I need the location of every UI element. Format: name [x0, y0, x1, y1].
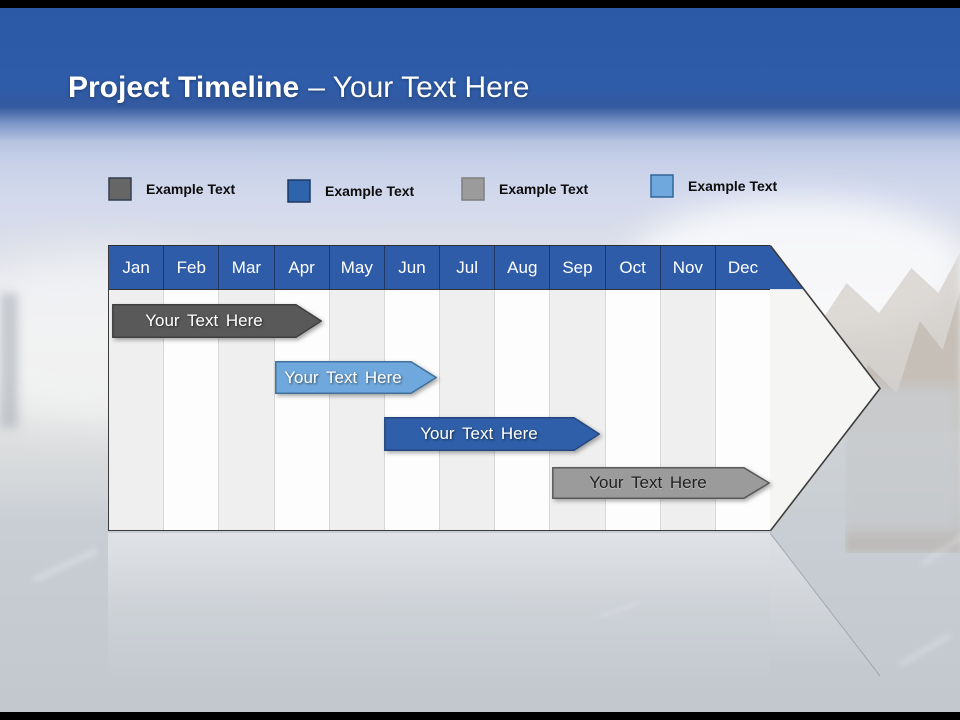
presentation-slide: Project Timeline– Your Text Here Example… [0, 8, 960, 712]
task-bar-2: Your Text Here [275, 361, 437, 394]
water-streak [898, 633, 952, 667]
month-cell-sep: Sep [549, 246, 605, 289]
task-bar-1: Your Text Here [112, 304, 322, 338]
month-cell-oct: Oct [604, 246, 660, 289]
arrow-reflection-edge [770, 533, 881, 677]
water-streak [921, 534, 960, 566]
month-cell-nov: Nov [659, 246, 715, 289]
grid-column [383, 290, 440, 530]
month-cell-jun: Jun [383, 246, 440, 289]
month-cell-feb: Feb [163, 246, 219, 289]
table-reflection [108, 533, 770, 698]
task-bar-arrow [112, 304, 322, 338]
legend-label: Example Text [499, 181, 589, 197]
grid-column [494, 290, 550, 530]
month-header-row: Jan Feb Mar Apr May Jun Jul Aug Sep Oct … [109, 246, 771, 289]
timeline-arrow-head [770, 245, 881, 532]
legend-item: Example Text [108, 177, 235, 201]
month-cell-apr: Apr [273, 246, 329, 289]
month-cell-mar: Mar [218, 246, 274, 289]
grid-column [328, 290, 384, 530]
task-bar-arrow [552, 467, 770, 499]
slide-title: Project Timeline– Your Text Here [68, 68, 529, 108]
grid-column [439, 290, 495, 530]
task-bar-label: Your Text Here [420, 424, 538, 443]
month-cell-dec: Dec [714, 246, 771, 289]
title-suffix: – Your Text Here [308, 71, 530, 104]
legend-item: Example Text [650, 174, 777, 198]
task-bar-4: Your Text Here [552, 467, 770, 499]
legend-swatch-gray [461, 177, 485, 201]
task-bar-arrow [275, 361, 437, 394]
task-bar-label: Your Text Here [145, 311, 263, 330]
month-cell-jul: Jul [439, 246, 495, 289]
legend-swatch-blue [287, 179, 311, 203]
month-cell-aug: Aug [494, 246, 550, 289]
water-streak [32, 548, 98, 583]
title-emphasis: Project Timeline [68, 71, 300, 104]
month-cell-may: May [328, 246, 384, 289]
legend-label: Example Text [146, 181, 236, 197]
legend-swatch-lightblue [650, 174, 674, 198]
legend-label: Example Text [325, 183, 415, 199]
month-cell-jan: Jan [109, 246, 164, 289]
legend-swatch-darkgray [108, 177, 132, 201]
legend-item: Example Text [287, 179, 414, 203]
legend-label: Example Text [688, 178, 778, 194]
task-bar-3: Your Text Here [384, 417, 600, 451]
legend-item: Example Text [461, 177, 588, 201]
shore-texture [0, 293, 18, 428]
task-bar-label: Your Text Here [284, 367, 402, 387]
task-bar-label: Your Text Here [589, 473, 707, 492]
task-bar-arrow [384, 417, 600, 451]
